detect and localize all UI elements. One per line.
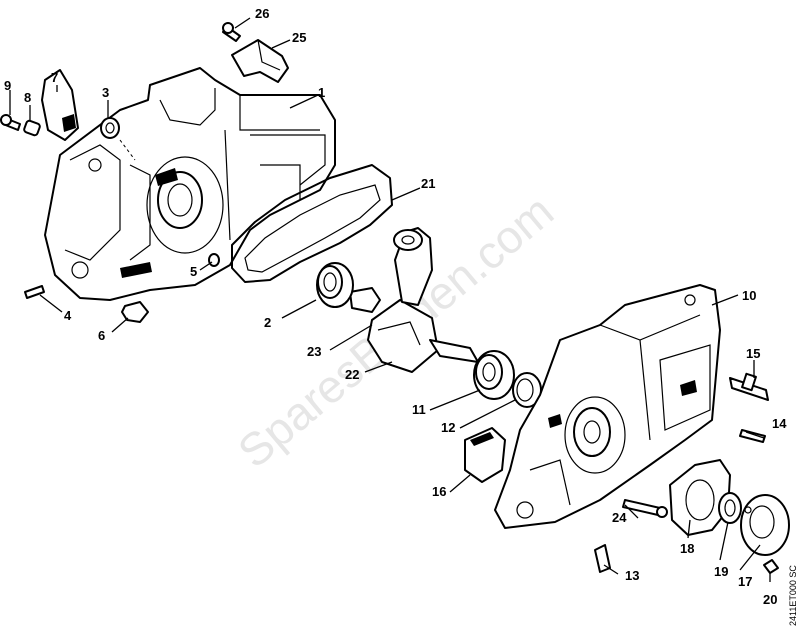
callout-2: 2 xyxy=(264,315,271,330)
callout-23: 23 xyxy=(307,344,321,359)
cover-part xyxy=(740,494,790,556)
callout-13: 13 xyxy=(625,568,639,583)
callout-25: 25 xyxy=(292,30,306,45)
screw-mid-part xyxy=(622,499,668,518)
callout-26: 26 xyxy=(255,6,269,21)
callout-14: 14 xyxy=(772,416,787,431)
crankcase-right-part xyxy=(494,284,721,529)
bearing-part xyxy=(316,262,354,308)
stud-right-part xyxy=(729,372,769,401)
callout-17: 17 xyxy=(738,574,752,589)
seal-small-part xyxy=(100,117,120,139)
screw-part xyxy=(0,114,21,131)
callout-6: 6 xyxy=(98,328,105,343)
callout-22: 22 xyxy=(345,367,359,382)
callout-19: 19 xyxy=(714,564,728,579)
callout-4: 4 xyxy=(64,308,72,323)
callout-12: 12 xyxy=(441,420,455,435)
drawing-code: 2411ET000 SC xyxy=(788,565,798,626)
leader-lines xyxy=(9,17,771,582)
screw-bottom-part xyxy=(763,559,779,574)
screw-top-part xyxy=(222,22,241,42)
stud-left-part xyxy=(24,285,45,299)
callout-5: 5 xyxy=(190,264,197,279)
callout-24: 24 xyxy=(612,510,627,525)
nut-part xyxy=(121,301,149,323)
callout-15: 15 xyxy=(746,346,760,361)
bracket-part xyxy=(231,39,289,83)
callout-3: 3 xyxy=(102,85,109,100)
callout-9: 9 xyxy=(4,78,11,93)
seal-right-part xyxy=(718,492,742,524)
callout-21: 21 xyxy=(421,176,435,191)
cap-part xyxy=(41,69,79,141)
guide-part xyxy=(464,427,506,483)
callout-1: 1 xyxy=(318,85,325,100)
gasket-part xyxy=(231,164,393,283)
callout-18: 18 xyxy=(680,541,694,556)
callout-16: 16 xyxy=(432,484,446,499)
pin-part xyxy=(739,429,766,443)
callout-11: 11 xyxy=(412,402,426,417)
callout-20: 20 xyxy=(763,592,777,607)
gasket-small-part xyxy=(669,459,731,536)
callout-labels: 1 2 3 4 5 6 7 8 9 10 11 12 13 14 15 16 1… xyxy=(4,6,787,607)
callout-10: 10 xyxy=(742,288,756,303)
callout-7: 7 xyxy=(51,70,58,85)
stud-bottom-part xyxy=(594,544,611,573)
bearing-right-part xyxy=(473,350,515,400)
callout-8: 8 xyxy=(24,90,31,105)
sleeve-part xyxy=(23,119,41,137)
dowel-part xyxy=(208,253,220,267)
